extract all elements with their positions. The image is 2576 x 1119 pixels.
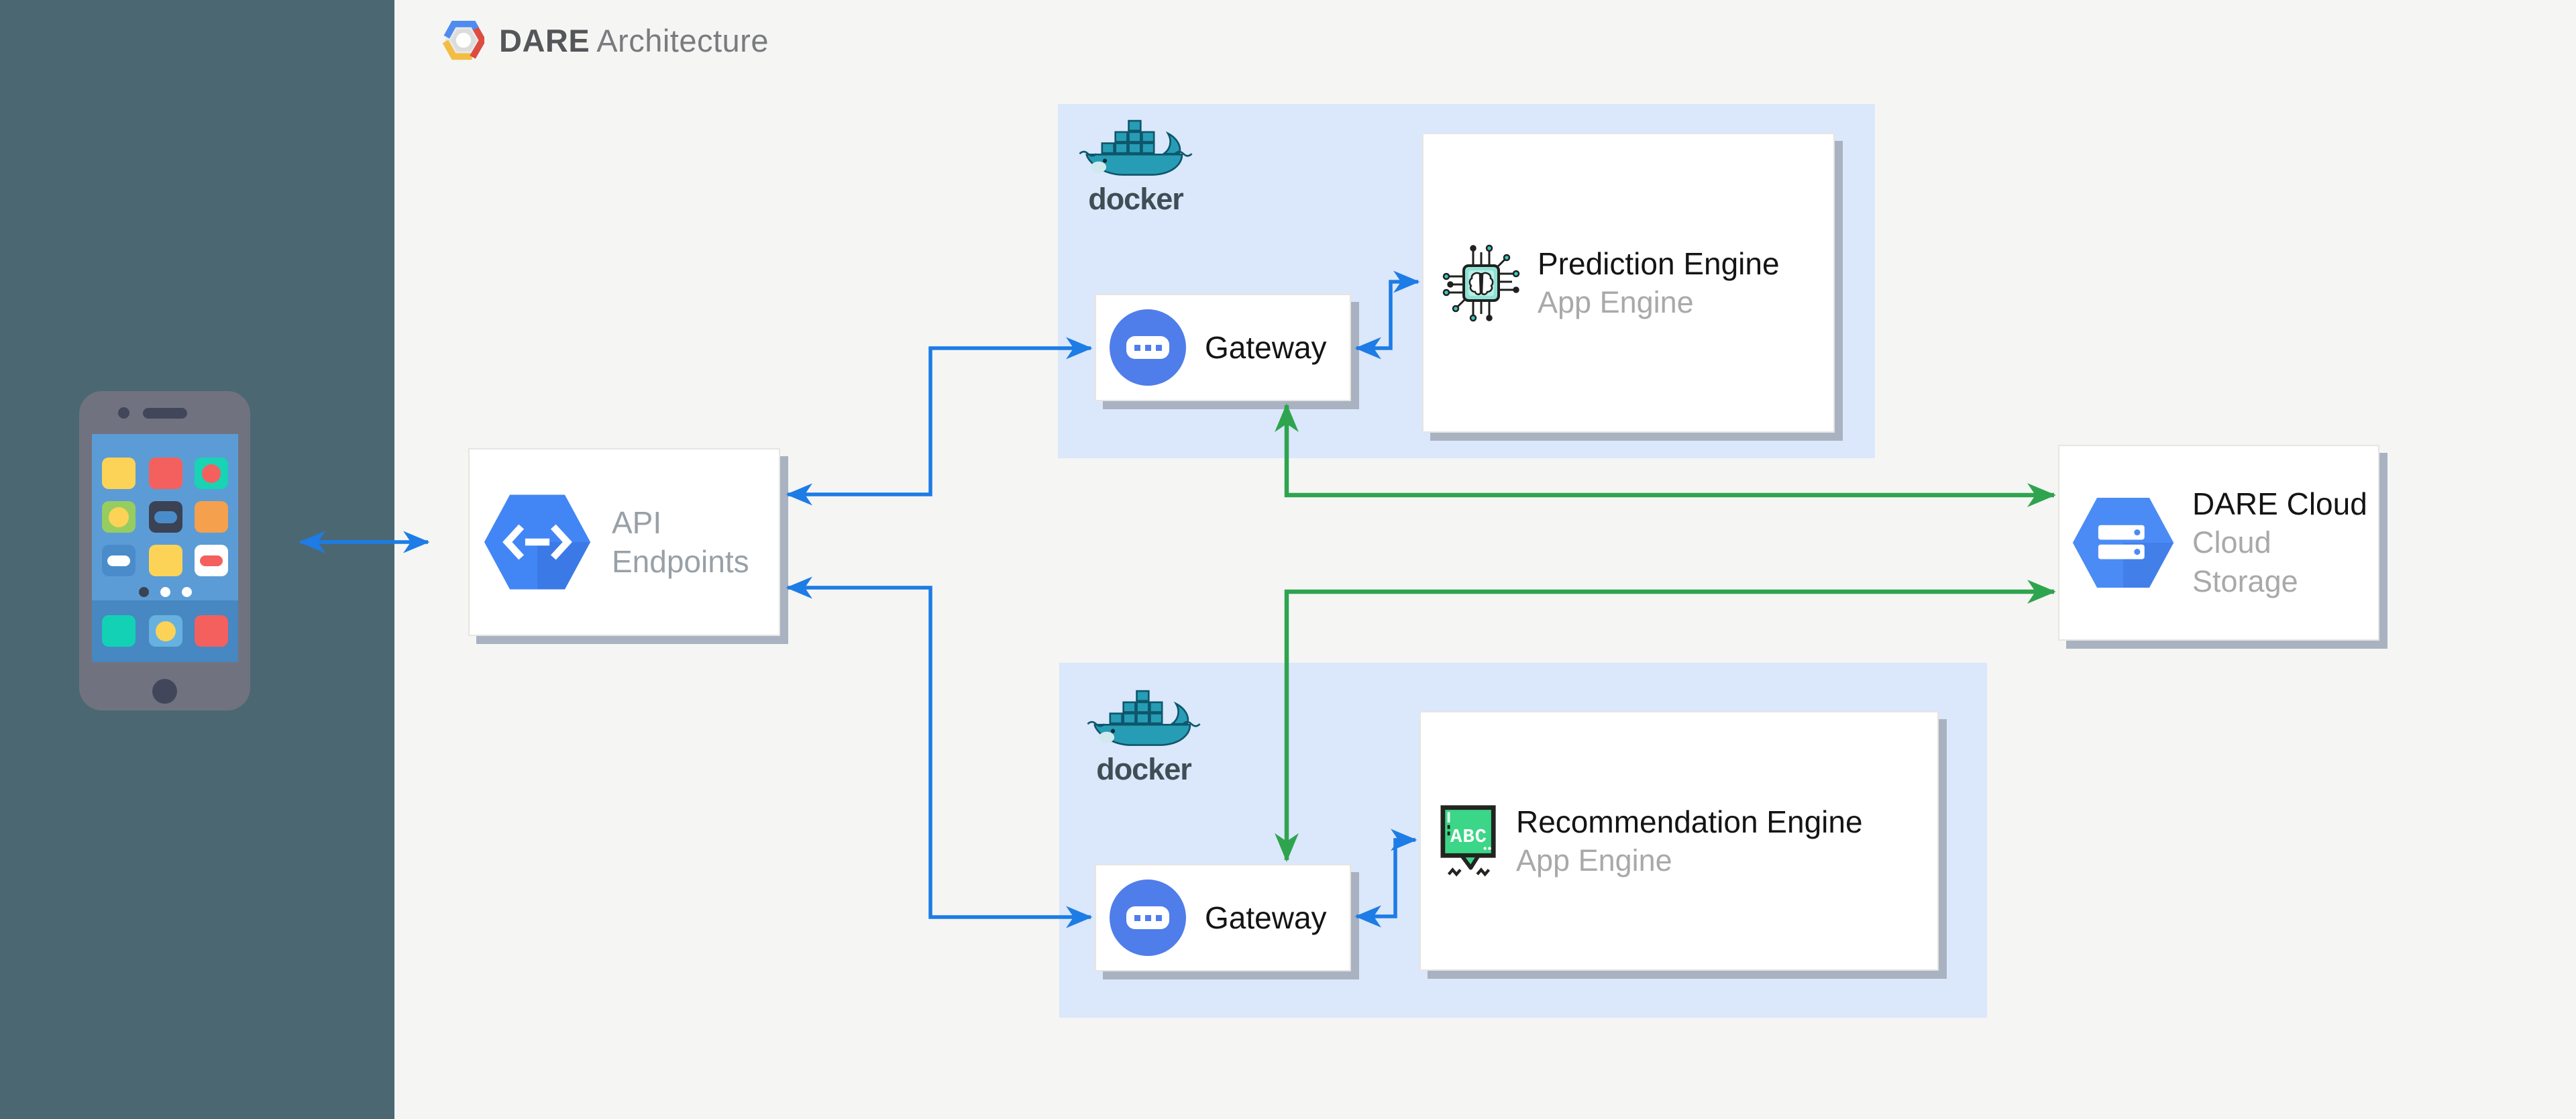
api-label-line1: API (612, 505, 662, 540)
dare-cloud-title: DARE Cloud (2192, 486, 2367, 521)
prediction-engine-title: Prediction Engine (1538, 246, 1780, 281)
phone-pager-dots (92, 587, 238, 597)
docker-whale-icon (1087, 690, 1201, 746)
recommendation-engine-title: Recommendation Engine (1516, 804, 1863, 839)
google-cloud-logo-icon (443, 20, 484, 60)
phone-screen (92, 434, 238, 662)
api-endpoints-label: API Endpoints (612, 503, 749, 581)
api-label-line2: Endpoints (612, 544, 749, 579)
edge-api-gateway-bottom (786, 576, 1093, 928)
phone-speaker (143, 408, 187, 419)
app-tile (195, 501, 228, 533)
app-tile (149, 458, 182, 489)
app-tile (102, 615, 136, 647)
app-tile (195, 545, 228, 576)
phone-camera-dot (118, 407, 129, 419)
node-api-endpoints: API Endpoints (468, 448, 780, 636)
gateway-bottom-label: Gateway (1205, 900, 1327, 935)
title-brand: DARE (499, 22, 590, 58)
edge-api-gateway-top (786, 337, 1093, 506)
api-endpoints-hexagon-icon (484, 494, 591, 590)
docker-logo-bottom: docker (1087, 690, 1201, 787)
node-dare-cloud: DARE Cloud Cloud Storage (2058, 445, 2379, 641)
docker-label: docker (1088, 182, 1184, 216)
app-tile (195, 458, 228, 489)
docker-label: docker (1096, 752, 1192, 786)
dare-cloud-label: DARE Cloud Cloud Storage (2192, 484, 2378, 601)
app-tile (149, 501, 182, 533)
abc-bubble-text: ABC (1450, 825, 1487, 847)
phone-home-button (152, 679, 177, 704)
sidebar (0, 0, 394, 1119)
gateway-icon (1110, 880, 1186, 956)
title-rest: Architecture (596, 22, 769, 58)
smartphone-icon (79, 391, 250, 710)
prediction-engine-subtitle: App Engine (1538, 284, 1694, 319)
node-gateway-bottom: Gateway (1095, 864, 1351, 971)
abc-speech-bubble-icon: ABC (1440, 804, 1496, 877)
app-tile (149, 615, 182, 647)
gateway-top-label: Gateway (1205, 330, 1327, 365)
app-tile (149, 545, 182, 576)
cloud-storage-hexagon-icon (2072, 497, 2174, 588)
docker-whale-icon (1079, 119, 1193, 176)
prediction-engine-label: Prediction Engine App Engine (1538, 244, 1780, 322)
node-recommendation-engine: ABC Recommendation Engine App Engine (1419, 711, 1939, 971)
app-tile (102, 545, 136, 576)
gateway-icon (1110, 309, 1186, 386)
app-tile (102, 458, 136, 489)
recommendation-engine-label: Recommendation Engine App Engine (1516, 802, 1863, 880)
phone-dock (92, 600, 238, 662)
dare-cloud-subtitle: Cloud Storage (2192, 525, 2298, 598)
docker-logo-top: docker (1079, 119, 1193, 217)
app-tile (102, 501, 136, 533)
brain-chip-icon (1442, 244, 1520, 321)
recommendation-engine-subtitle: App Engine (1516, 843, 1672, 877)
node-prediction-engine: Prediction Engine App Engine (1422, 133, 1835, 433)
app-tile (195, 615, 228, 647)
node-gateway-top: Gateway (1095, 294, 1351, 401)
